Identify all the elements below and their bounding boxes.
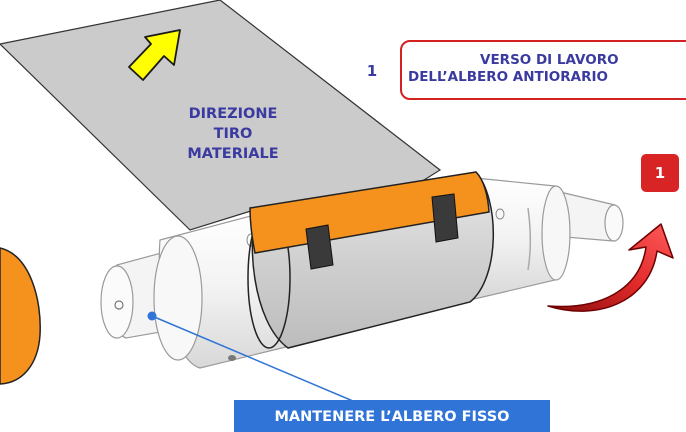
step-badge: 1	[641, 154, 679, 192]
pull-label-line-3: MATERIALE	[187, 146, 279, 162]
callout-leader	[151, 315, 361, 405]
direction-callout-text: VERSO DI LAVORO DELL’ALBERO ANTIORARIO	[408, 52, 686, 86]
pull-label-line-1: DIREZIONE	[188, 106, 278, 122]
pull-direction-arrow	[128, 29, 181, 81]
pull-label-line-2: TIRO	[213, 126, 253, 142]
hold-shaft-callout: MANTENERE L’ALBERO FISSO	[234, 400, 550, 432]
tape-strip-left	[305, 224, 334, 270]
tape-strip-right	[431, 193, 459, 243]
direction-line-1: VERSO DI LAVORO	[480, 52, 619, 68]
orange-disc	[0, 247, 41, 385]
pull-direction-label: DIREZIONE TIRO MATERIALE	[158, 104, 308, 164]
rotation-arrow	[547, 223, 674, 312]
direction-line-2: DELL’ALBERO ANTIORARIO	[408, 69, 608, 85]
step-number: 1	[366, 62, 378, 80]
direction-callout-box	[400, 40, 686, 100]
